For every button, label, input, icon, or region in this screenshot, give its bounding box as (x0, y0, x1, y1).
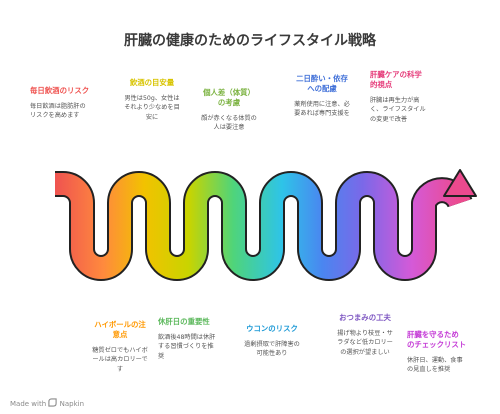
step-4: 休肝日の重要性 飲酒後48時間は休肝 する習慣づくりを推 奨 (158, 317, 250, 361)
step-8-text-2: ラダなど低カロリー (337, 339, 393, 347)
step-10-heading: 肝臓を守るため (407, 330, 459, 339)
step-10-text-2: の見直しを推奨 (407, 366, 451, 374)
step-6-text-1: 過剰摂取で肝障害の (244, 341, 300, 348)
step-5-text-2: 人は要注意 (213, 124, 245, 132)
step-8-text-3: の選択が望ましい (340, 348, 390, 356)
footer-brand: Napkin (59, 400, 85, 408)
step-9-text-3: の変更で改善 (370, 115, 408, 123)
step-7-text-2: 要あれば専門支援を (294, 110, 350, 118)
step-4-text-3: 奨 (158, 352, 165, 360)
step-2-text-3: す (116, 365, 124, 373)
step-10-text-1: 休肝日、運動、食事 (407, 357, 463, 364)
step-3-heading: 飲酒の目安量 (129, 78, 175, 87)
page-title: 肝臓の健康のためのライフスタイル戦略 (124, 33, 376, 49)
step-5: 個人差（体質） の考慮 顔が赤くなる体質の 人は要注意 (183, 88, 275, 133)
step-6-heading: ウコンのリスク (246, 324, 298, 333)
step-6: ウコンのリスク 過剰摂取で肝障害の 可能性あり (226, 324, 318, 359)
step-7-heading-2: への配慮 (307, 84, 337, 93)
step-1-text-2: リスクを高めます (30, 112, 80, 120)
step-5-text-1: 顔が赤くなる体質の (201, 115, 257, 122)
step-7: 二日酔い・依存 への配慮 薬剤使用に注意、必 要あれば専門支援を (276, 74, 368, 119)
footer: Made with Napkin (10, 398, 84, 408)
step-2-text-2: ールは高カロリーで (92, 356, 148, 364)
step-9: 肝臓ケアの科学 的視点 肝臓は再生力が高 く、ライフスタイル の変更で改善 (370, 70, 462, 124)
step-3-text-2: それより少なめを目 (124, 104, 180, 112)
step-1-text-1: 毎日飲酒は脂肪肝の (30, 103, 86, 110)
step-10-heading-2: のチェックリスト (407, 340, 467, 349)
step-2: ハイボールの注 意点 糖質ゼロでもハイボ ールは高カロリーで す (74, 320, 166, 374)
step-1-heading: 毎日飲酒のリスク (30, 86, 90, 95)
step-8: おつまみの工夫 揚げ物より枝豆・サ ラダなど低カロリー の選択が望ましい (319, 313, 411, 357)
step-8-text-1: 揚げ物より枝豆・サ (337, 330, 393, 337)
step-2-heading-2: 意点 (112, 330, 128, 339)
step-3-text-3: 安に (145, 113, 159, 121)
path-fill (52, 173, 471, 279)
step-3-text-1: 男性は50g、女性は (124, 95, 180, 102)
step-5-heading: 個人差（体質） (203, 88, 255, 97)
step-9-text-2: く、ライフスタイル (370, 106, 426, 114)
step-5-heading-2: の考慮 (217, 98, 241, 107)
step-10: 肝臓を守るため のチェックリスト 休肝日、運動、食事 の見直しを推奨 (407, 330, 497, 375)
step-9-heading-2: 的視点 (370, 80, 393, 89)
footer-made-with: Made with (10, 400, 47, 408)
step-4-heading: 休肝日の重要性 (158, 317, 210, 326)
step-8-heading: おつまみの工夫 (339, 313, 391, 322)
step-3: 飲酒の目安量 男性は50g、女性は それより少なめを目 安に (106, 78, 198, 122)
step-9-text-1: 肝臓は再生力が高 (370, 97, 420, 104)
step-2-heading: ハイボールの注 (94, 320, 146, 329)
step-6-text-2: 可能性あり (256, 350, 288, 358)
arrow-head-icon (443, 169, 477, 197)
step-2-text-1: 糖質ゼロでもハイボ (92, 347, 148, 354)
step-4-text-1: 飲酒後48時間は休肝 (158, 334, 216, 341)
step-7-text-1: 薬剤使用に注意、必 (294, 101, 350, 108)
napkin-logo-icon (48, 398, 58, 407)
step-4-text-2: する習慣づくりを推 (158, 343, 214, 351)
step-9-heading: 肝臓ケアの科学 (370, 70, 422, 79)
step-7-heading: 二日酔い・依存 (296, 74, 348, 83)
step-1: 毎日飲酒のリスク 毎日飲酒は脂肪肝の リスクを高めます (30, 86, 130, 121)
